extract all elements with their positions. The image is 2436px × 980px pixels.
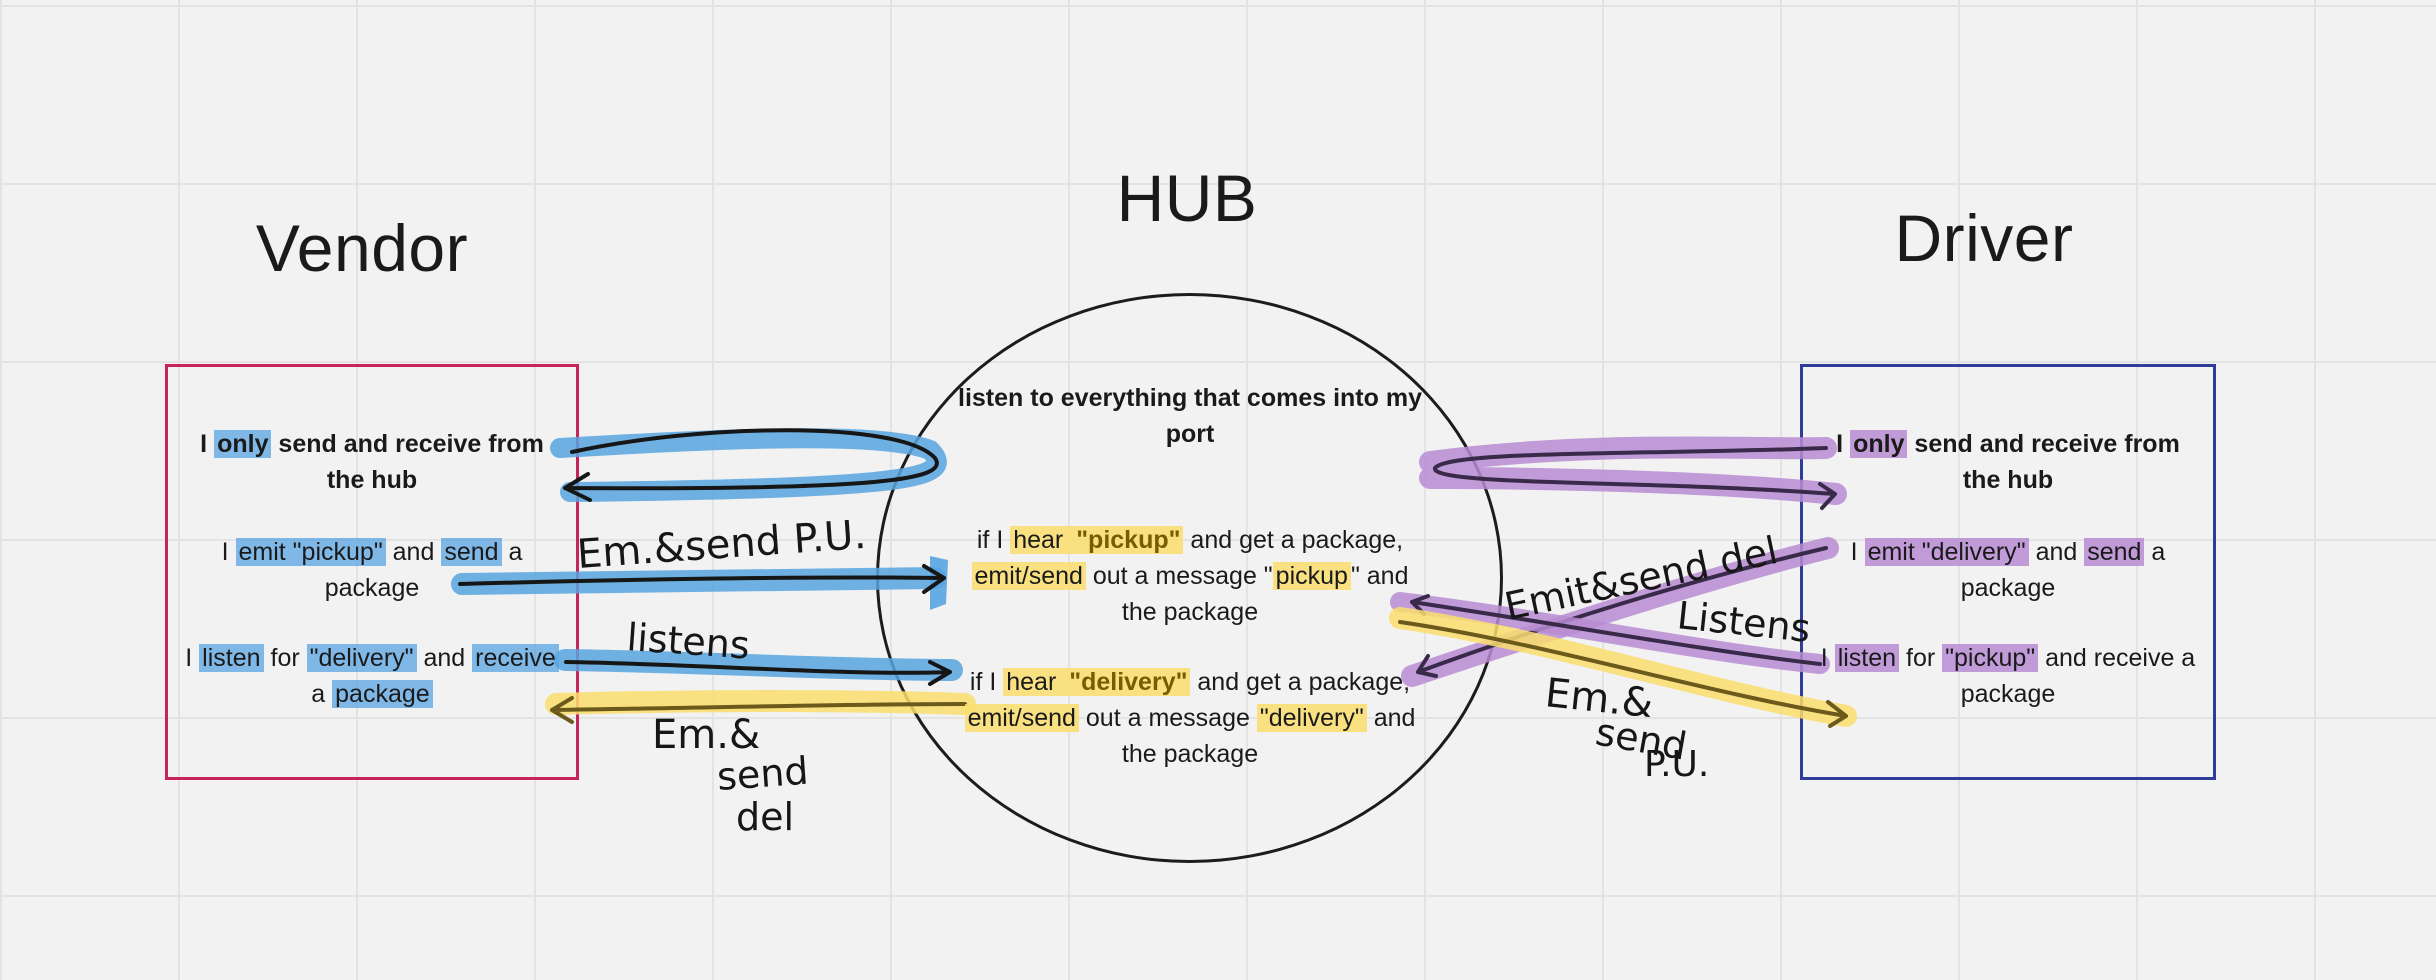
handwritten-vendor-emit: Em.&send P.U. (575, 512, 867, 578)
yellow-highlight-stroke (545, 690, 976, 715)
hub-title: HUB (1116, 161, 1258, 235)
hub-note-pickup[interactable]: if I hear "pickup" and get a package, em… (955, 522, 1425, 630)
handwritten-driver-listens: Listens (1675, 593, 1813, 651)
handwritten-driver-emit: Emit&send del (1501, 528, 1782, 629)
handwritten-vendor-del: del (736, 795, 794, 839)
handwritten-vendor-send: send (716, 749, 810, 799)
driver-note-hub-only[interactable]: I only send and receive from the hub (1836, 430, 2180, 494)
vendor-title: Vendor (255, 211, 469, 285)
handwritten-vendor-em: Em.& (652, 712, 760, 758)
purple-highlight-stroke (1419, 436, 1847, 505)
vendor-note-listen-delivery[interactable]: I listen for "delivery" and receive a pa… (177, 640, 567, 712)
driver-title: Driver (1894, 201, 2074, 275)
driver-note-listen-pickup[interactable]: I listen for "pickup" and receive a pack… (1820, 644, 2196, 708)
hub-note-listen[interactable]: listen to everything that comes into my … (958, 384, 1422, 448)
handwritten-driver-pu: P.U. (1644, 744, 1709, 785)
driver-note-emit-delivery[interactable]: I emit "delivery" and send a package (1850, 538, 2166, 602)
handwritten-vendor-listens: listens (625, 615, 751, 667)
handwritten-driver-send: send (1592, 710, 1690, 769)
vendor-note-emit-pickup[interactable]: I emit "pickup" and send a package (221, 538, 523, 602)
ink-arrow (550, 696, 967, 724)
handwritten-driver-em: Em.& (1543, 670, 1655, 727)
vendor-note-hub-only[interactable]: I only send and receive from the hub (200, 430, 544, 494)
ink-loop-arrow (1433, 446, 1837, 510)
hub-note-delivery[interactable]: if I hear "delivery" and get a package, … (950, 664, 1430, 772)
blue-highlight-stroke (550, 428, 947, 502)
ink-loop-arrow (563, 428, 939, 502)
